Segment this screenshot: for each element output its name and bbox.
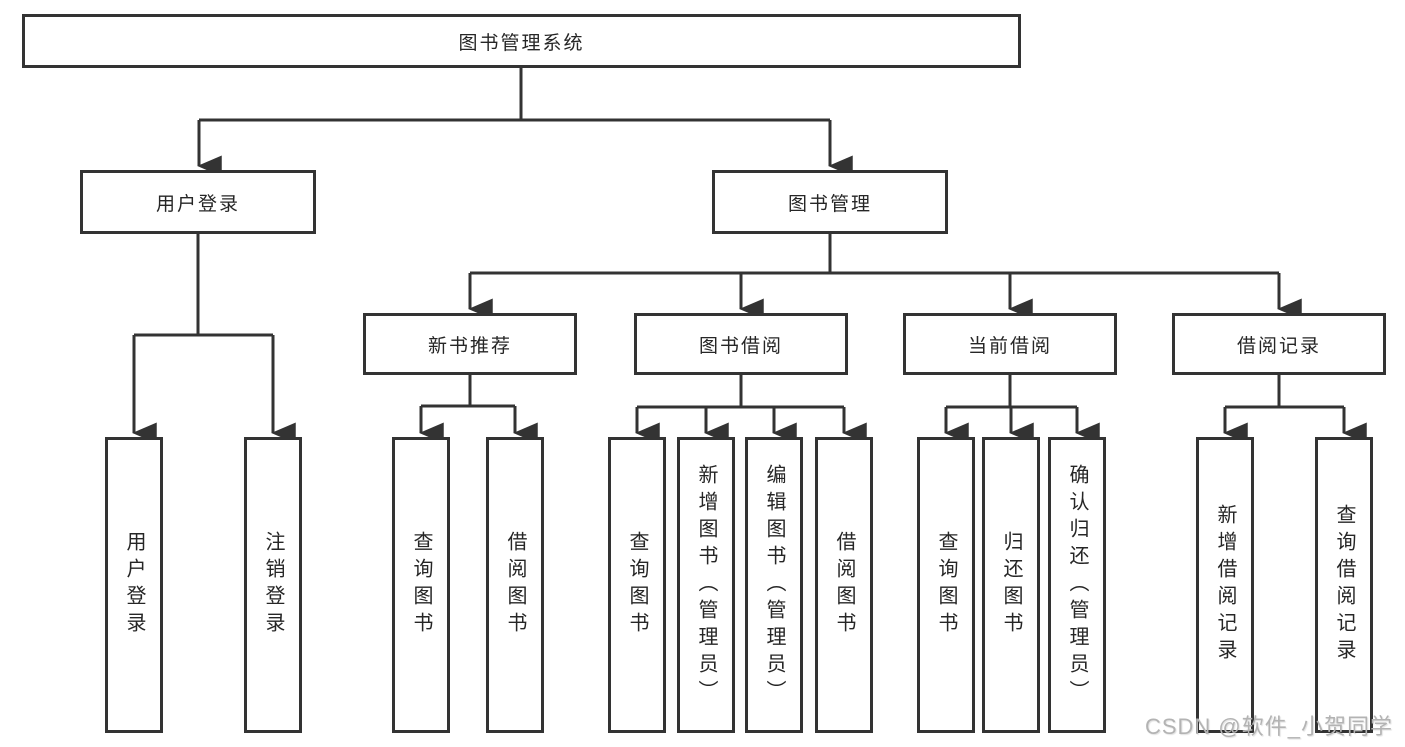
leaf-label: 借阅图书 [504,531,526,639]
leaf-label: 新增图书（管理员） [695,463,717,707]
leaf-query-borrow-record: 查询借阅记录 [1315,437,1373,733]
leaf-query-books-recommend: 查询图书 [392,437,450,733]
leaf-borrow-books: 借阅图书 [815,437,873,733]
leaf-label: 确认归还（管理员） [1066,463,1088,707]
node-label: 借阅记录 [1236,335,1321,357]
leaf-label: 借阅图书 [833,531,855,639]
leaf-edit-books-admin: 编辑图书（管理员） [745,437,803,733]
leaf-label: 查询图书 [626,531,648,639]
leaf-label: 归还图书 [1000,531,1022,639]
node-label: 新书推荐 [427,335,512,357]
leaf-label: 新增借阅记录 [1214,504,1236,666]
leaf-label: 注销登录 [262,531,284,639]
node-new-book-recommend: 新书推荐 [363,313,577,375]
node-label: 图书借阅 [698,335,783,357]
node-label: 图书管理 [787,193,872,215]
node-borrow-records: 借阅记录 [1172,313,1386,375]
node-system-root: 图书管理系统 [22,14,1021,68]
leaf-label: 编辑图书（管理员） [763,463,785,707]
leaf-add-borrow-record: 新增借阅记录 [1196,437,1254,733]
leaf-confirm-return-admin: 确认归还（管理员） [1048,437,1106,733]
node-label: 当前借阅 [967,335,1052,357]
node-user-login: 用户登录 [80,170,316,234]
watermark-text: CSDN @软件_小贺同学 [1144,714,1393,739]
node-book-borrow: 图书借阅 [634,313,848,375]
leaf-borrow-books-recommend: 借阅图书 [486,437,544,733]
leaf-add-books-admin: 新增图书（管理员） [677,437,735,733]
leaf-query-books-borrow: 查询图书 [608,437,666,733]
leaf-label: 查询图书 [410,531,432,639]
leaf-user-login: 用户登录 [105,437,163,733]
leaf-label: 查询借阅记录 [1333,504,1355,666]
leaf-query-books-current: 查询图书 [917,437,975,733]
leaf-label: 查询图书 [935,531,957,639]
node-label: 用户登录 [155,193,240,215]
node-book-management: 图书管理 [712,170,948,234]
leaf-label: 用户登录 [123,531,145,639]
leaf-logout: 注销登录 [244,437,302,733]
node-current-borrow: 当前借阅 [903,313,1117,375]
node-label: 图书管理系统 [458,32,585,54]
leaf-return-books: 归还图书 [982,437,1040,733]
